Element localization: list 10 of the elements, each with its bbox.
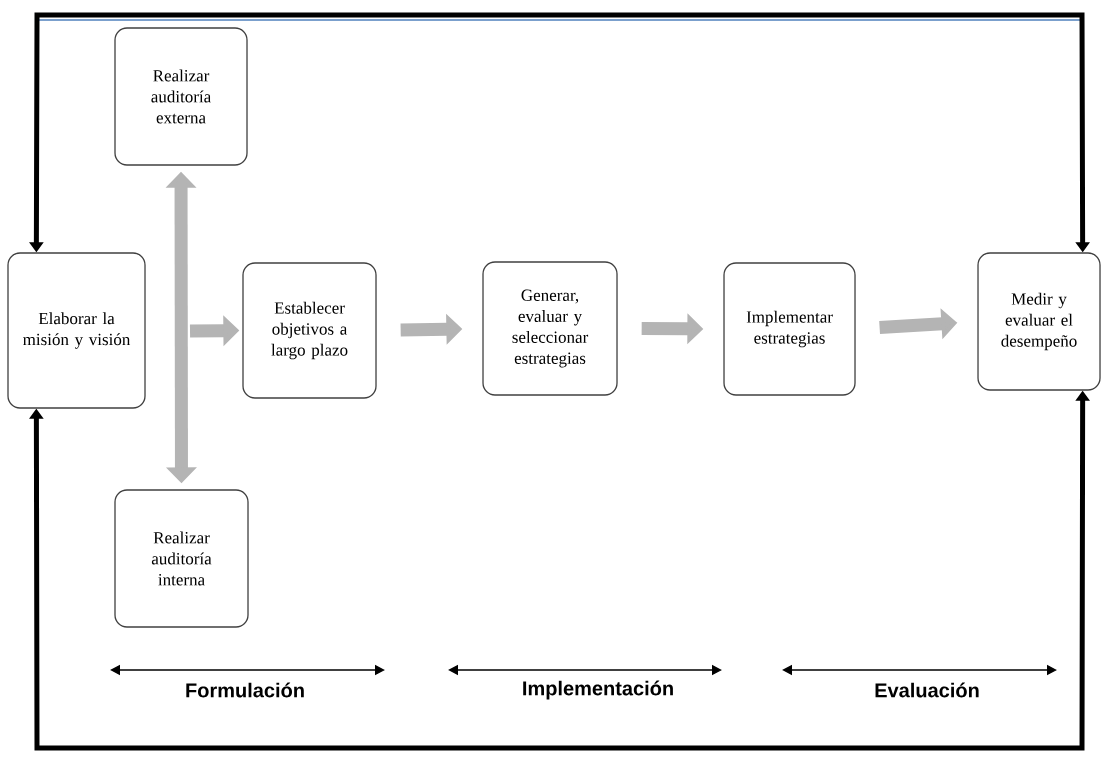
process-box: Medir y evaluar el desempeño	[977, 252, 1101, 391]
process-box: Establecer objetivos a largo plazo	[242, 262, 377, 399]
phase-label: Formulación	[186, 682, 304, 698]
process-box: Realizar auditoría interna	[114, 489, 249, 628]
process-box: Elaborar la misión y visión	[7, 252, 146, 409]
process-box: Generar, evaluar y seleccionar estrategias	[482, 261, 618, 396]
process-box: Realizar auditoría externa	[114, 27, 248, 166]
phase-label: Evaluación	[875, 682, 979, 698]
process-box: Implementar estrategias	[723, 262, 856, 396]
phase-label: Implementación	[523, 680, 673, 700]
